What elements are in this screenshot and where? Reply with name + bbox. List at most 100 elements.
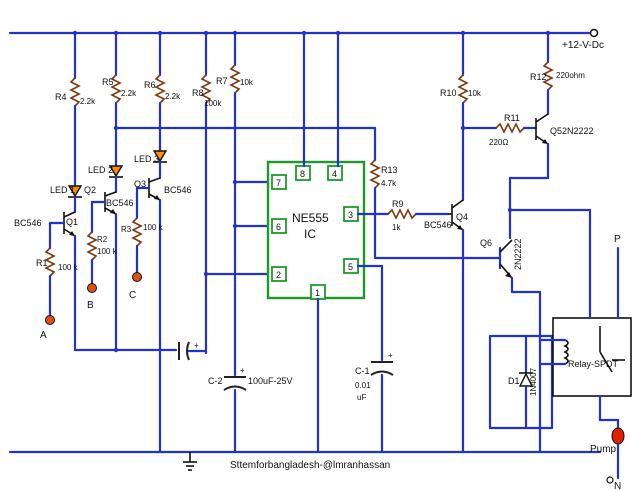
q2-part: BC546 <box>106 198 134 208</box>
c1-capacitor: + C-1 0.01 uF <box>355 351 394 454</box>
junction-dot <box>232 223 238 229</box>
probe-b: B <box>87 283 97 311</box>
r13-name: R13 <box>381 165 398 175</box>
q3-transistor: Q3 BC546 <box>134 160 192 454</box>
r2-resistor: R2 100 k <box>86 200 118 285</box>
r5-name: R5 <box>102 77 114 87</box>
q4-name: Q4 <box>456 212 468 222</box>
r12-value: 220ohm <box>556 71 585 80</box>
r9-name: R9 <box>392 199 404 209</box>
c1-value: 0.01 <box>355 381 371 390</box>
r5-value: 2.2k <box>121 89 137 98</box>
c1-plus: + <box>388 351 393 360</box>
pump-label: Pump <box>590 444 617 455</box>
r6-value: 2.2k <box>165 92 181 101</box>
q2-transistor: BC546 <box>90 175 134 352</box>
ground-symbol <box>183 452 197 471</box>
junction-dot <box>203 271 209 277</box>
r11-value: 220Ω <box>489 138 508 147</box>
r1-value: 100 k <box>58 263 79 272</box>
ne555-ic: 8 4 7 6 2 3 5 1 NE555 IC <box>266 160 366 300</box>
q4-part: BC546 <box>424 220 452 230</box>
r13-value: 4.7k <box>381 179 397 188</box>
q1-transistor: Q2 Q1 BC546 <box>14 185 96 352</box>
ic-pin-6-label: 6 <box>276 222 281 232</box>
c2-name: C-2 <box>208 376 223 386</box>
q6-transistor: Q6 2N2222 <box>480 207 592 454</box>
r1-name: R1 <box>36 258 48 268</box>
d1-name: D1 <box>508 376 520 386</box>
r8-value: 100k <box>204 99 222 108</box>
q1-name: Q1 <box>66 217 78 227</box>
q6-name: Q6 <box>480 238 492 248</box>
led1: LED 1 <box>50 185 83 198</box>
r3-name: R3 <box>121 225 132 234</box>
c1-name: C-1 <box>355 366 370 376</box>
r2-value: 100 k <box>97 247 118 256</box>
pump: Pump N <box>590 394 625 490</box>
r10-name: R10 <box>440 88 457 98</box>
r8-name: R8 <box>192 88 204 98</box>
ic-sub: IC <box>304 227 316 241</box>
ic-pin-2 <box>271 266 287 282</box>
d1-diode: D1 1N4007 <box>508 334 538 430</box>
probe-c: C <box>129 272 142 301</box>
relay-label: Relay-SPDT <box>568 359 619 369</box>
relay-box <box>552 317 632 397</box>
pump-n-label: N <box>614 481 621 490</box>
ic-pin-7 <box>271 174 287 190</box>
junction-dot <box>507 207 513 213</box>
r4-name: R4 <box>55 92 67 102</box>
ic-pin-7-label: 7 <box>276 178 281 188</box>
r7-value: 10k <box>240 78 254 87</box>
c3-capacitor: + <box>73 341 208 361</box>
r5-resistor: R5 2.2k <box>102 31 137 167</box>
r3-value: 100 k <box>143 223 164 232</box>
r10-value: 10k <box>468 89 482 98</box>
r11-name: R11 <box>504 113 520 123</box>
supply-terminal <box>589 28 599 38</box>
c3-plus: + <box>194 341 199 350</box>
q5-transistor: Q52N2222 <box>508 113 594 240</box>
r10-resistor: R10 10k <box>440 31 482 202</box>
relay-loop <box>488 334 554 430</box>
junction-dot <box>113 125 119 131</box>
led1-label: LED 1 <box>50 185 75 195</box>
relay-block: Relay-SPDT P <box>488 208 632 430</box>
c1-unit: uF <box>357 393 366 402</box>
q1-alt-label: Q2 <box>84 185 96 195</box>
junction-dot <box>113 347 119 353</box>
q1-part: BC546 <box>14 218 42 228</box>
ic-name: NE555 <box>292 211 329 225</box>
r1-resistor: R1 100 k <box>36 221 79 317</box>
r2-name: R2 <box>97 235 108 244</box>
r6-resistor: R6 2.2k <box>144 31 181 152</box>
led3-label: LED 3 <box>134 154 159 164</box>
r12-name: R12 <box>530 72 547 82</box>
r3-resistor: R3 100 k <box>121 186 164 274</box>
q3-name: Q3 <box>134 179 146 189</box>
probe-a-label: A <box>40 330 47 341</box>
supply-rail: +12-V-Dc <box>8 28 604 51</box>
r7-name: R7 <box>216 76 228 86</box>
ic-pin-2-label: 2 <box>276 270 281 280</box>
r4-resistor: R4 2.2k <box>55 31 96 187</box>
ic-pin-6 <box>271 218 287 234</box>
r6-name: R6 <box>144 80 156 90</box>
r11-resistor: R11 220Ω <box>461 113 538 147</box>
r12-resistor: R12 220ohm <box>530 31 585 116</box>
pump-icon <box>611 427 625 445</box>
pump-p-label: P <box>614 234 621 245</box>
supply-label: +12-V-Dc <box>562 40 604 51</box>
c2-capacitor: + C-2 100uF-25V <box>208 366 293 454</box>
led2: LED 2 <box>88 165 124 178</box>
led3: LED 3 <box>134 150 168 164</box>
q5-part: 2N2222 <box>562 126 594 136</box>
q5-name: Q5 <box>550 126 562 136</box>
q5-label: Q52N2222 <box>550 126 594 136</box>
ic-pin-3-label: 3 <box>348 210 353 220</box>
q3-part: BC546 <box>164 185 192 195</box>
c2-plus: + <box>240 366 245 375</box>
